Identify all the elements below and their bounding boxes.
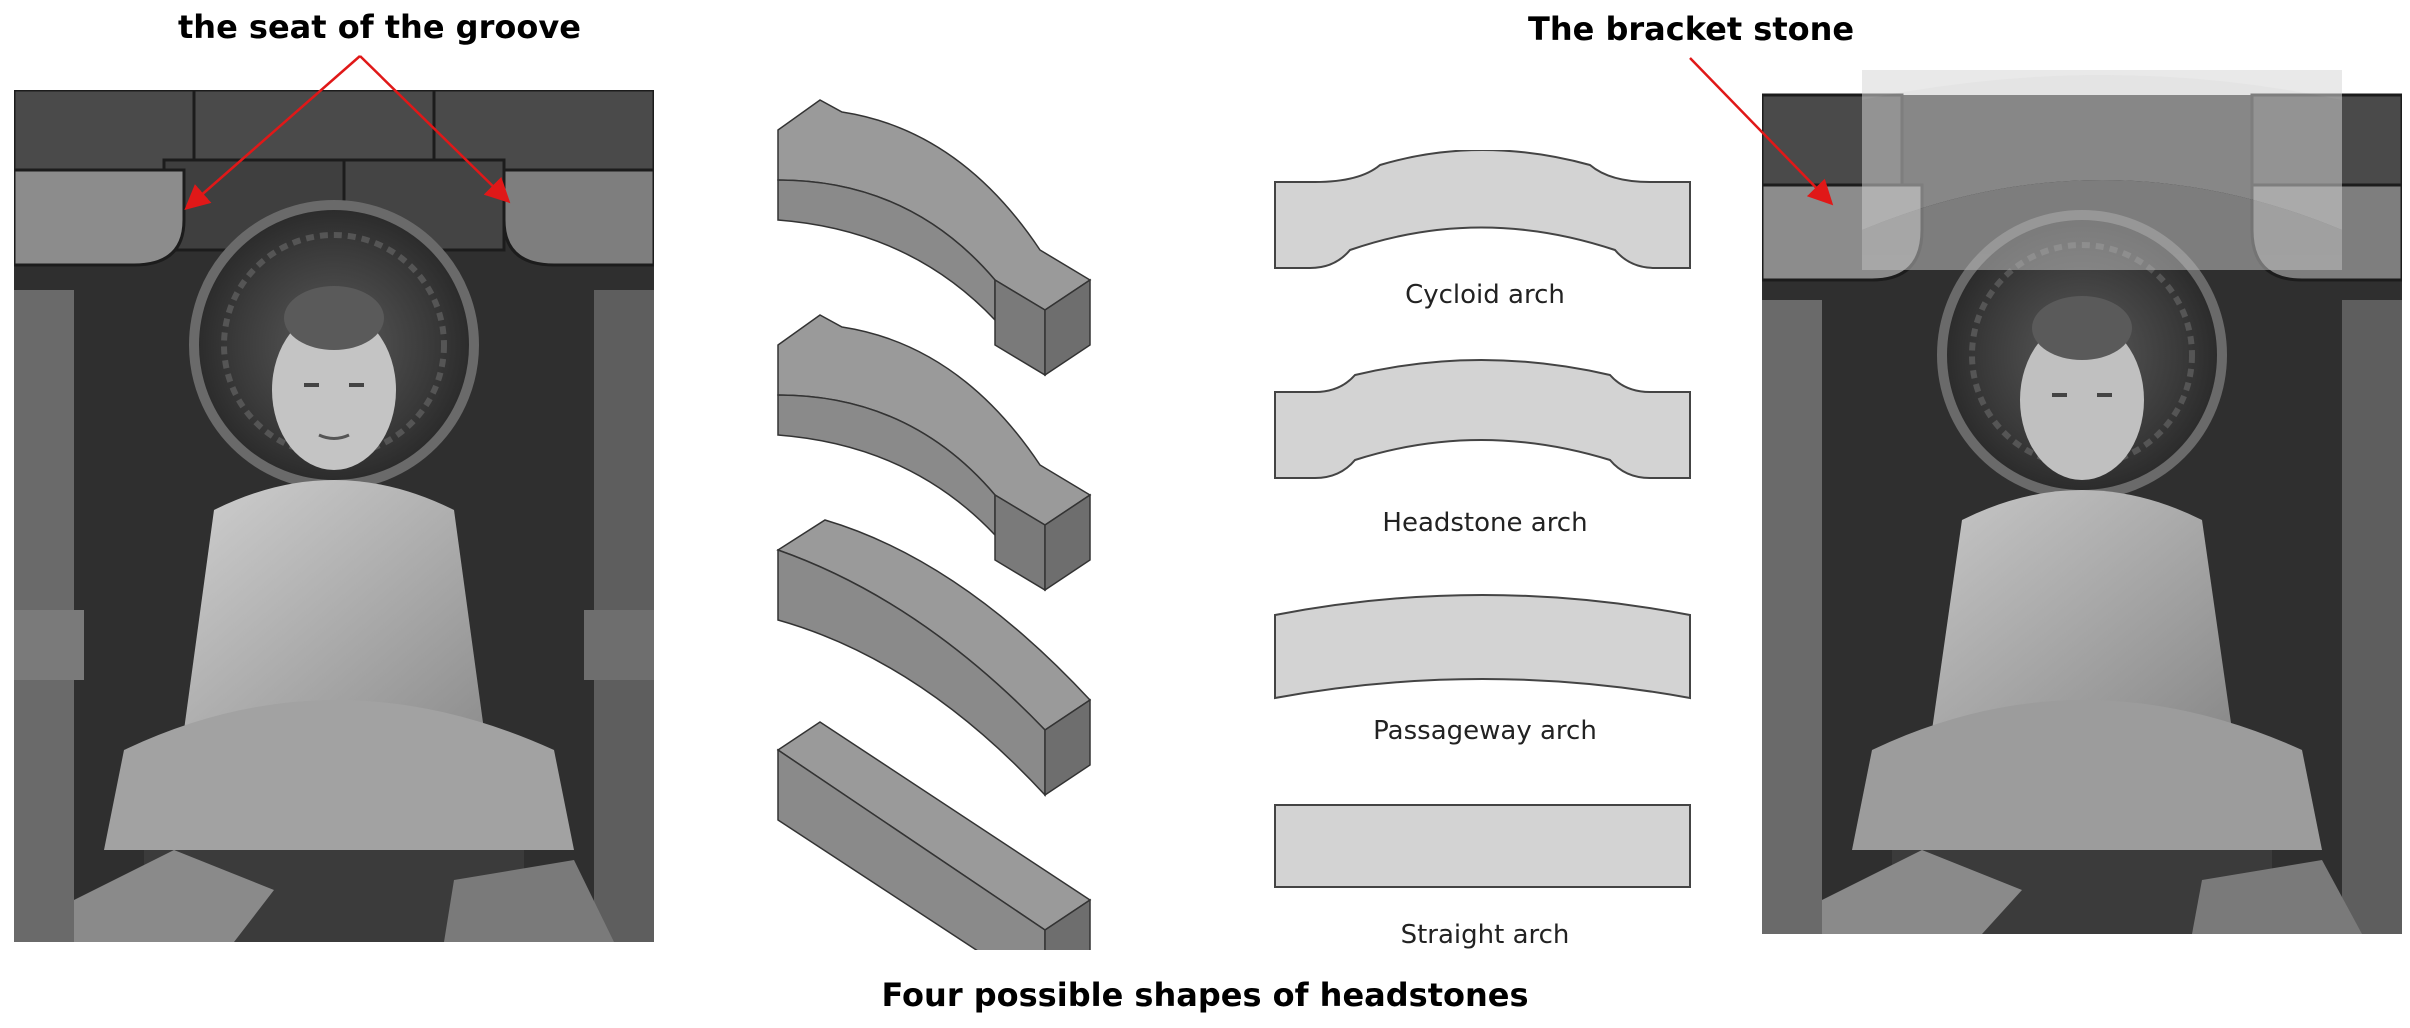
groove-arrows bbox=[184, 55, 511, 210]
headstone-arch-caption: Headstone arch bbox=[1382, 508, 1588, 538]
arch-profiles bbox=[1274, 150, 1691, 888]
bracket-stone-label: The bracket stone bbox=[1528, 10, 1855, 48]
headstone-3d-block bbox=[777, 314, 1092, 592]
bracket-stone-arrow bbox=[1689, 57, 1834, 206]
figure-title: Four possible shapes of headstones bbox=[881, 976, 1529, 1014]
headstone-profile bbox=[1274, 359, 1691, 479]
cycloid-profile bbox=[1274, 150, 1691, 269]
buddha-photo-right bbox=[1762, 70, 2402, 934]
straight-3d-block bbox=[776, 721, 1092, 950]
straight-arch-caption: Straight arch bbox=[1400, 920, 1570, 950]
passageway-profile bbox=[1274, 594, 1691, 700]
cycloid-arch-caption: Cycloid arch bbox=[1405, 280, 1565, 310]
headstone-3d-models bbox=[776, 99, 1092, 950]
passageway-arch-caption: Passageway arch bbox=[1373, 716, 1597, 746]
seat-of-groove-label: the seat of the groove bbox=[178, 8, 581, 46]
buddha-photo-left bbox=[14, 90, 654, 942]
straight-profile bbox=[1274, 804, 1691, 888]
cycloid-3d-block bbox=[777, 99, 1092, 377]
passageway-3d-block bbox=[776, 519, 1092, 797]
